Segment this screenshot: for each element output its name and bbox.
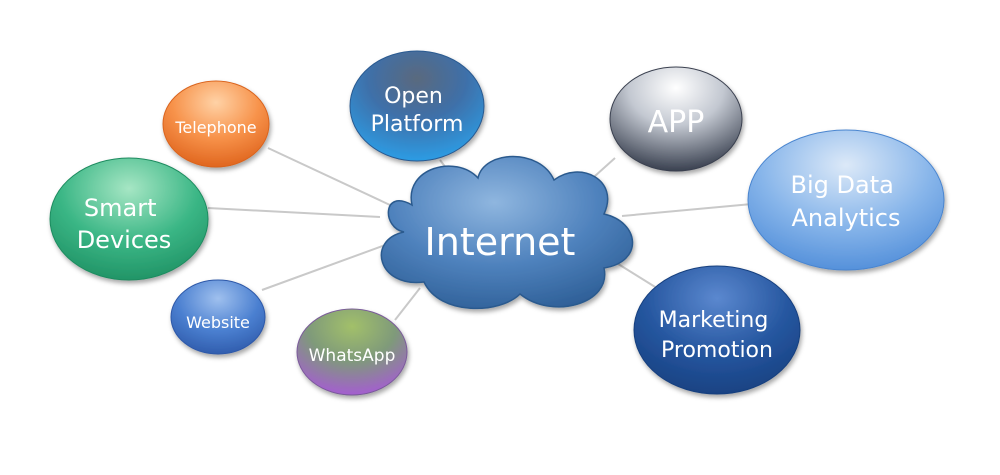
bubble-whatsapp	[296, 308, 408, 396]
center-label: Internet	[425, 220, 576, 264]
bubble-website	[170, 279, 266, 355]
bubble-marketing	[633, 265, 801, 395]
node-website: Website	[170, 279, 266, 355]
label-telephone: Telephone	[174, 118, 256, 137]
node-open-platform: Open Platform	[349, 50, 485, 162]
connectors	[207, 147, 753, 321]
node-telephone: Telephone	[162, 80, 270, 168]
node-whatsapp: WhatsApp	[296, 308, 408, 396]
bubble-big-data	[747, 129, 945, 271]
bubble-smart-devices	[49, 157, 209, 281]
node-smart-devices: Smart Devices	[49, 157, 209, 281]
label-open-platform: Open Platform	[371, 84, 464, 137]
cloud-shape	[380, 155, 634, 310]
connector-big-data	[621, 203, 753, 217]
connector-whatsapp	[394, 287, 421, 321]
node-marketing: Marketing Promotion	[633, 265, 801, 395]
connector-smart-devices	[207, 207, 381, 218]
node-big-data: Big Data Analytics	[747, 129, 945, 271]
label-smart-devices: Smart Devices	[77, 194, 172, 254]
bubble-open-platform	[349, 50, 485, 162]
connector-telephone	[267, 147, 391, 206]
internet-cloud: Internet	[380, 155, 634, 310]
bubble-app	[609, 66, 743, 172]
connector-marketing	[614, 261, 661, 291]
label-whatsapp: WhatsApp	[309, 346, 396, 366]
connector-website	[261, 243, 389, 291]
label-big-data: Big Data Analytics	[791, 171, 902, 232]
node-app: APP	[609, 66, 743, 172]
label-app: APP	[648, 105, 705, 140]
label-marketing: Marketing Promotion	[659, 308, 776, 363]
bubble-telephone	[162, 80, 270, 168]
label-website: Website	[186, 313, 250, 332]
